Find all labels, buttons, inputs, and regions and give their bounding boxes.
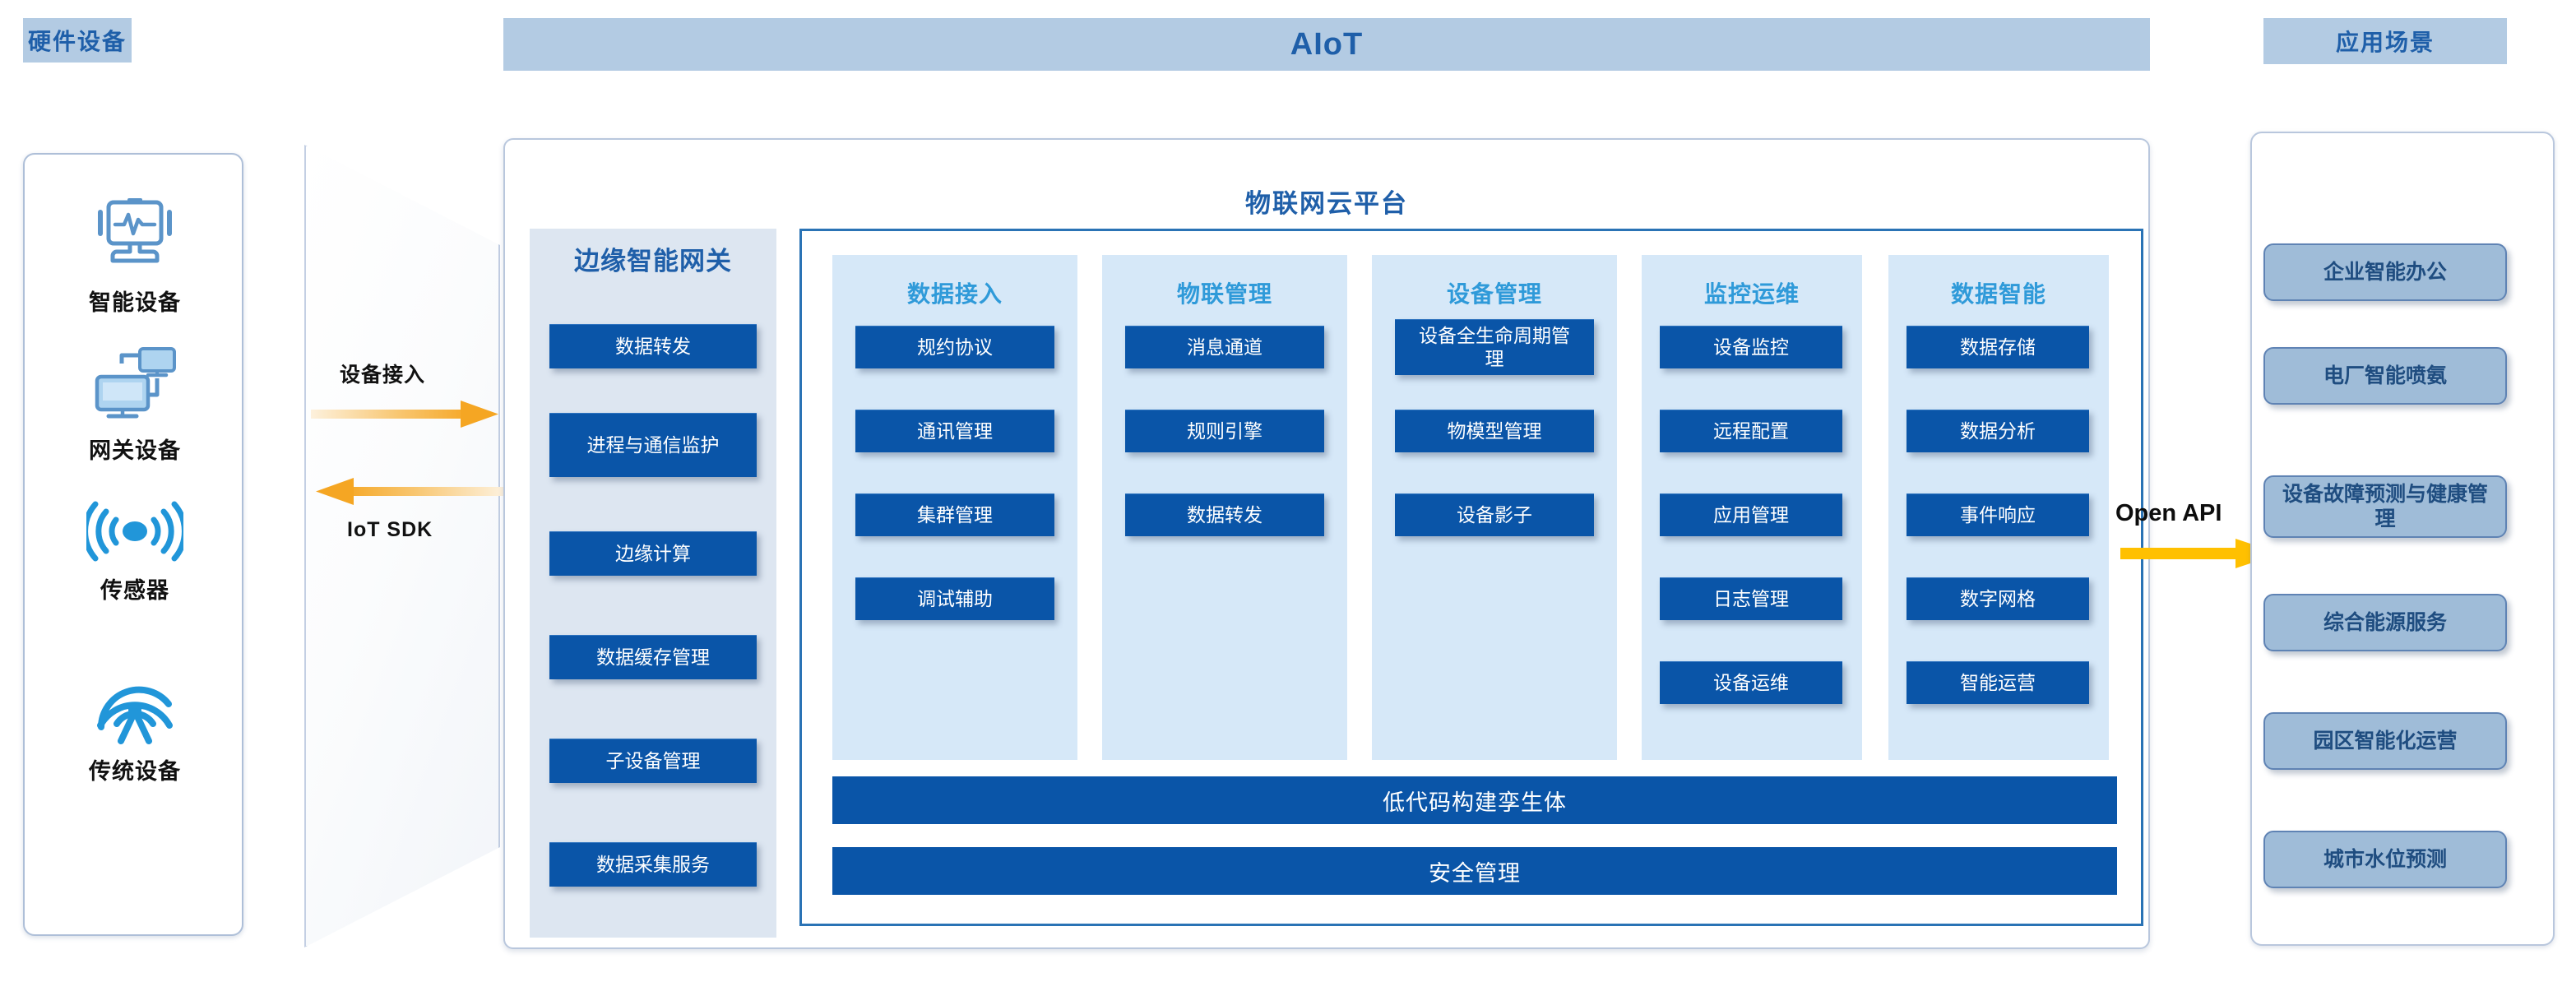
cloud-column-1-item-1[interactable]: 规则引擎 bbox=[1125, 410, 1324, 452]
cloud-column-3-item-4[interactable]: 设备运维 bbox=[1660, 661, 1842, 704]
cloud-column-4-item-2[interactable]: 事件响应 bbox=[1907, 493, 2089, 536]
antenna-tower-icon bbox=[90, 665, 180, 745]
cloud-column-title: 数据智能 bbox=[1950, 281, 2046, 307]
cloud-platform-title: 物联网云平台 bbox=[1245, 189, 1408, 218]
hardware-item-label: 智能设备 bbox=[89, 290, 181, 315]
application-item-0[interactable]: 企业智能办公 bbox=[2263, 243, 2507, 301]
network-devices-icon bbox=[89, 345, 181, 424]
cloud-column-3-item-1[interactable]: 远程配置 bbox=[1660, 410, 1842, 452]
hardware-item-label: 传感器 bbox=[100, 578, 169, 603]
hardware-section-title: 硬件设备 bbox=[27, 29, 127, 54]
application-section-title: 应用场景 bbox=[2335, 30, 2435, 55]
hardware-panel: 智能设备 网关设备 bbox=[23, 153, 243, 936]
forward-flow-label: 设备接入 bbox=[340, 364, 426, 387]
hardware-item-gateway-device[interactable]: 网关设备 bbox=[25, 345, 245, 465]
hardware-item-smart-device[interactable]: 智能设备 bbox=[25, 194, 245, 317]
cloud-column-title: 物联管理 bbox=[1176, 281, 1272, 307]
cloud-column-3-item-3[interactable]: 日志管理 bbox=[1660, 577, 1842, 620]
application-section-header: 应用场景 bbox=[2263, 18, 2507, 64]
low-code-twin-bar[interactable]: 低代码构建孪生体 bbox=[832, 776, 2117, 824]
hardware-item-label: 网关设备 bbox=[89, 438, 181, 463]
cloud-column-0-item-2[interactable]: 集群管理 bbox=[855, 493, 1054, 536]
backward-flow-label: IoT SDK bbox=[347, 518, 433, 541]
application-item-4[interactable]: 园区智能化运营 bbox=[2263, 712, 2507, 770]
gateway-item-2[interactable]: 边缘计算 bbox=[549, 531, 757, 576]
open-api-label: Open API bbox=[2115, 500, 2222, 526]
device-access-connector bbox=[304, 145, 500, 947]
cloud-column-1-item-2[interactable]: 数据转发 bbox=[1125, 493, 1324, 536]
gateway-item-3[interactable]: 数据缓存管理 bbox=[549, 635, 757, 679]
hardware-section-header: 硬件设备 bbox=[23, 18, 132, 63]
cloud-column-0-item-3[interactable]: 调试辅助 bbox=[855, 577, 1054, 620]
security-management-bar[interactable]: 安全管理 bbox=[832, 847, 2117, 895]
cloud-column-0-item-1[interactable]: 通讯管理 bbox=[855, 410, 1054, 452]
forward-arrow-icon bbox=[311, 401, 498, 428]
aiot-section-header: AIoT bbox=[503, 18, 2150, 71]
aiot-section-title: AIoT bbox=[1290, 26, 1364, 62]
cloud-column-3-item-2[interactable]: 应用管理 bbox=[1660, 493, 1842, 536]
hardware-item-label: 传统设备 bbox=[89, 759, 181, 784]
cloud-column-title: 数据接入 bbox=[906, 281, 1003, 307]
cloud-column-2-item-2[interactable]: 设备影子 bbox=[1395, 493, 1594, 536]
gateway-item-5[interactable]: 数据采集服务 bbox=[549, 842, 757, 887]
application-item-5[interactable]: 城市水位预测 bbox=[2263, 831, 2507, 888]
hardware-item-legacy-device[interactable]: 传统设备 bbox=[25, 665, 245, 785]
cloud-column-4-item-3[interactable]: 数字网格 bbox=[1907, 577, 2089, 620]
cloud-column-title: 监控运维 bbox=[1703, 281, 1800, 307]
cloud-column-1-item-0[interactable]: 消息通道 bbox=[1125, 326, 1324, 368]
signal-waves-icon bbox=[86, 498, 183, 564]
cloud-column-2-item-0[interactable]: 设备全生命周期管理 bbox=[1395, 319, 1594, 375]
hardware-item-sensor[interactable]: 传感器 bbox=[25, 498, 245, 604]
edge-gateway-title: 边缘智能网关 bbox=[574, 247, 732, 276]
cloud-column-4-item-4[interactable]: 智能运营 bbox=[1907, 661, 2089, 704]
cloud-column-4-item-0[interactable]: 数据存储 bbox=[1907, 326, 2089, 368]
cloud-column-title: 设备管理 bbox=[1446, 281, 1542, 307]
application-item-2[interactable]: 设备故障预测与健康管理 bbox=[2263, 475, 2507, 538]
monitor-heartbeat-icon bbox=[89, 194, 181, 276]
gateway-item-1[interactable]: 进程与通信监护 bbox=[549, 413, 757, 477]
cloud-column-2-item-1[interactable]: 物模型管理 bbox=[1395, 410, 1594, 452]
gateway-item-4[interactable]: 子设备管理 bbox=[549, 739, 757, 783]
cloud-column-0-item-0[interactable]: 规约协议 bbox=[855, 326, 1054, 368]
cloud-column-4-item-1[interactable]: 数据分析 bbox=[1907, 410, 2089, 452]
cloud-column-3-item-0[interactable]: 设备监控 bbox=[1660, 326, 1842, 368]
gateway-item-0[interactable]: 数据转发 bbox=[549, 324, 757, 368]
backward-arrow-icon bbox=[316, 478, 503, 505]
application-item-3[interactable]: 综合能源服务 bbox=[2263, 594, 2507, 651]
application-item-1[interactable]: 电厂智能喷氨 bbox=[2263, 347, 2507, 405]
